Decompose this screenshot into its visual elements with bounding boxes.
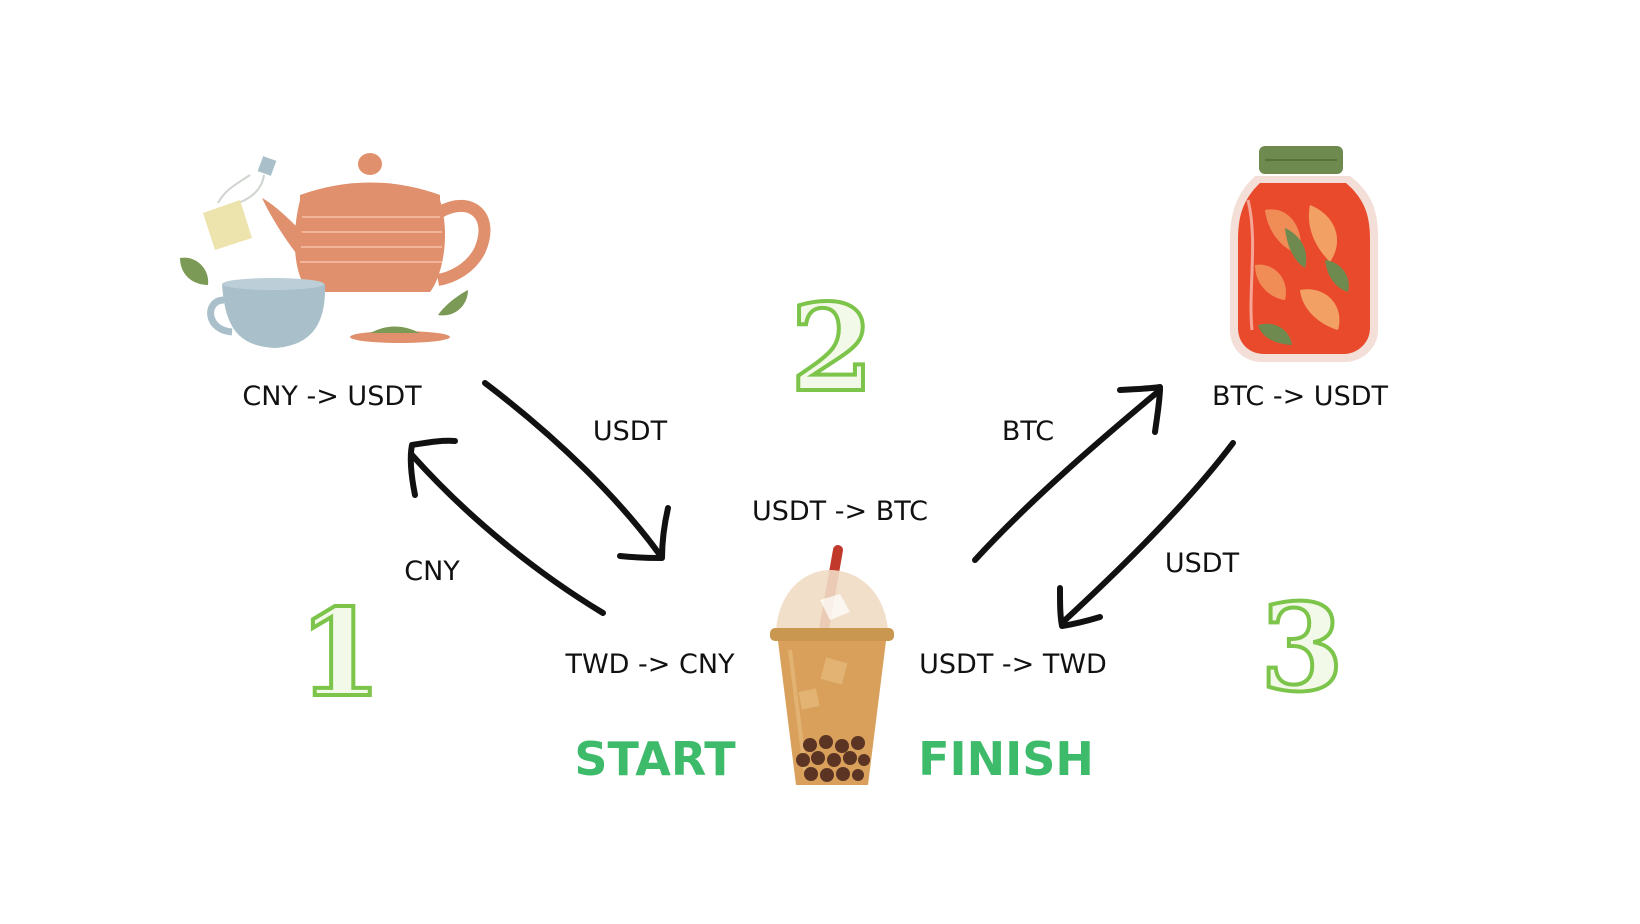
svg-text:1: 1: [298, 583, 382, 724]
kimchi-jar-icon: [1230, 146, 1378, 362]
arrow-cny: [407, 437, 606, 616]
edge-label-twd-cny: TWD -> CNY: [564, 649, 735, 680]
edge-label-usdt-twd: USDT -> TWD: [919, 649, 1107, 680]
svg-text:3: 3: [1260, 578, 1344, 719]
bubble-tea-icon: [770, 545, 894, 785]
station-label-teapot: CNY -> USDT: [242, 381, 422, 412]
arrow-label-cny: CNY: [404, 556, 460, 587]
station-label-kimchi: BTC -> USDT: [1212, 381, 1389, 412]
arrow-usdt-1: [482, 380, 671, 561]
teapot-icon: [180, 153, 491, 348]
arrow-label-btc: BTC: [1002, 416, 1054, 447]
arrow-label-usdt-1: USDT: [593, 416, 668, 447]
finish-label: FINISH: [918, 732, 1094, 786]
arrow-btc: [972, 384, 1163, 563]
svg-text:2: 2: [790, 278, 874, 419]
start-label: START: [574, 732, 736, 786]
arrow-usdt-2: [1057, 440, 1236, 629]
arrow-label-usdt-2: USDT: [1165, 548, 1240, 579]
step-number-1: 1: [296, 581, 384, 726]
step-number-3: 3: [1258, 576, 1346, 721]
station-label-boba: USDT -> BTC: [752, 496, 928, 527]
step-number-2: 2: [788, 276, 876, 421]
